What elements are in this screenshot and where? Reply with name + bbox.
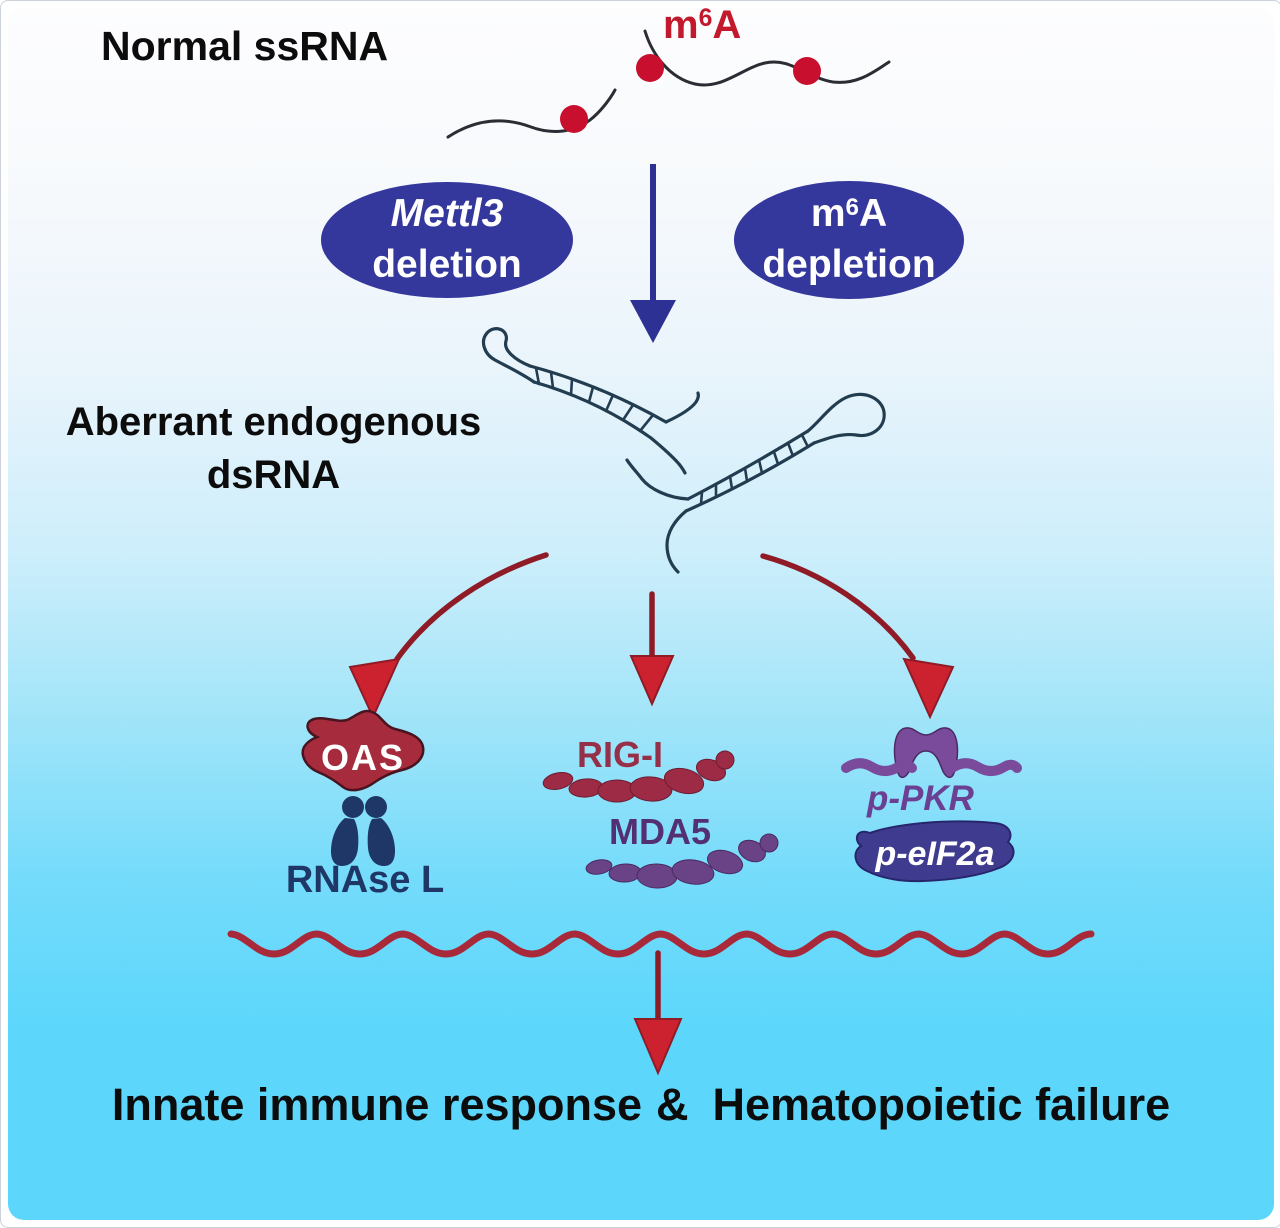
hairpin-rungs	[534, 366, 655, 433]
aberrant-dsrna-label: Aberrant endogenous dsRNA	[1, 396, 546, 502]
hairpin-rungs	[699, 433, 810, 506]
mettl3-deletion-ellipse: Mettl3 deletion	[321, 182, 573, 298]
rnasel-dimer-icon	[331, 796, 395, 866]
m6a-dot	[560, 105, 588, 133]
m6a-label-post: A	[712, 3, 742, 47]
outcome-ampersand: &	[656, 1079, 689, 1130]
pkr-dimer-icon	[841, 727, 1022, 779]
rnasel-label: RNAse L	[285, 859, 445, 901]
oas-blob	[301, 709, 425, 792]
m6a-dep-post: A	[858, 192, 888, 236]
m6a-dep-pre: m	[810, 192, 846, 236]
branch-arrow-center	[629, 591, 675, 707]
down-arrow-blue	[630, 164, 676, 343]
mda5-label: MDA5	[609, 811, 712, 852]
m6a-depletion-line1: m6A	[811, 189, 887, 240]
aberrant-line2: dsRNA	[206, 452, 341, 497]
aberrant-line1: Aberrant endogenous	[65, 400, 482, 444]
m6a-label-pre: m	[663, 3, 699, 47]
m6a-dot	[793, 57, 821, 85]
branch-arrow-left	[348, 552, 549, 720]
outcome-label: Innate immune response&Hematopoietic fai…	[1, 1079, 1280, 1131]
m6a-dot	[636, 54, 664, 82]
depletion-label: depletion	[762, 243, 936, 286]
m6a-depletion-ellipse: m6A depletion	[734, 181, 964, 299]
ssrna-strand-left	[446, 88, 617, 139]
m6a-label: m6A	[663, 3, 741, 48]
dsrna-hairpin-left	[481, 327, 700, 475]
branch-arrow-right	[760, 553, 955, 720]
normal-ssrna-label: Normal ssRNA	[101, 23, 389, 69]
m6a-label-sup: 6	[698, 5, 713, 33]
mda5-protein-blob	[585, 833, 779, 889]
membrane-wave	[227, 930, 1095, 958]
deletion-label: deletion	[372, 243, 522, 286]
mettl3-label: Mettl3	[390, 192, 504, 236]
eif2a-blob	[854, 820, 1015, 883]
rigi-label: RIG-I	[577, 734, 663, 775]
m6a-dep-sup: 6	[845, 193, 859, 221]
outcome-part2: Hematopoietic failure	[712, 1079, 1171, 1130]
outcome-part1: Innate immune response	[111, 1079, 643, 1130]
outcome-arrow	[633, 950, 683, 1076]
ppkr-label: p-PKR	[867, 779, 974, 818]
rigi-protein-blob	[542, 750, 735, 803]
ssrna-strand-right	[643, 29, 891, 87]
peif2a-label: p-eIF2a	[875, 835, 995, 873]
dsrna-hairpin-right	[625, 392, 886, 574]
oas-label: OAS	[320, 737, 405, 778]
